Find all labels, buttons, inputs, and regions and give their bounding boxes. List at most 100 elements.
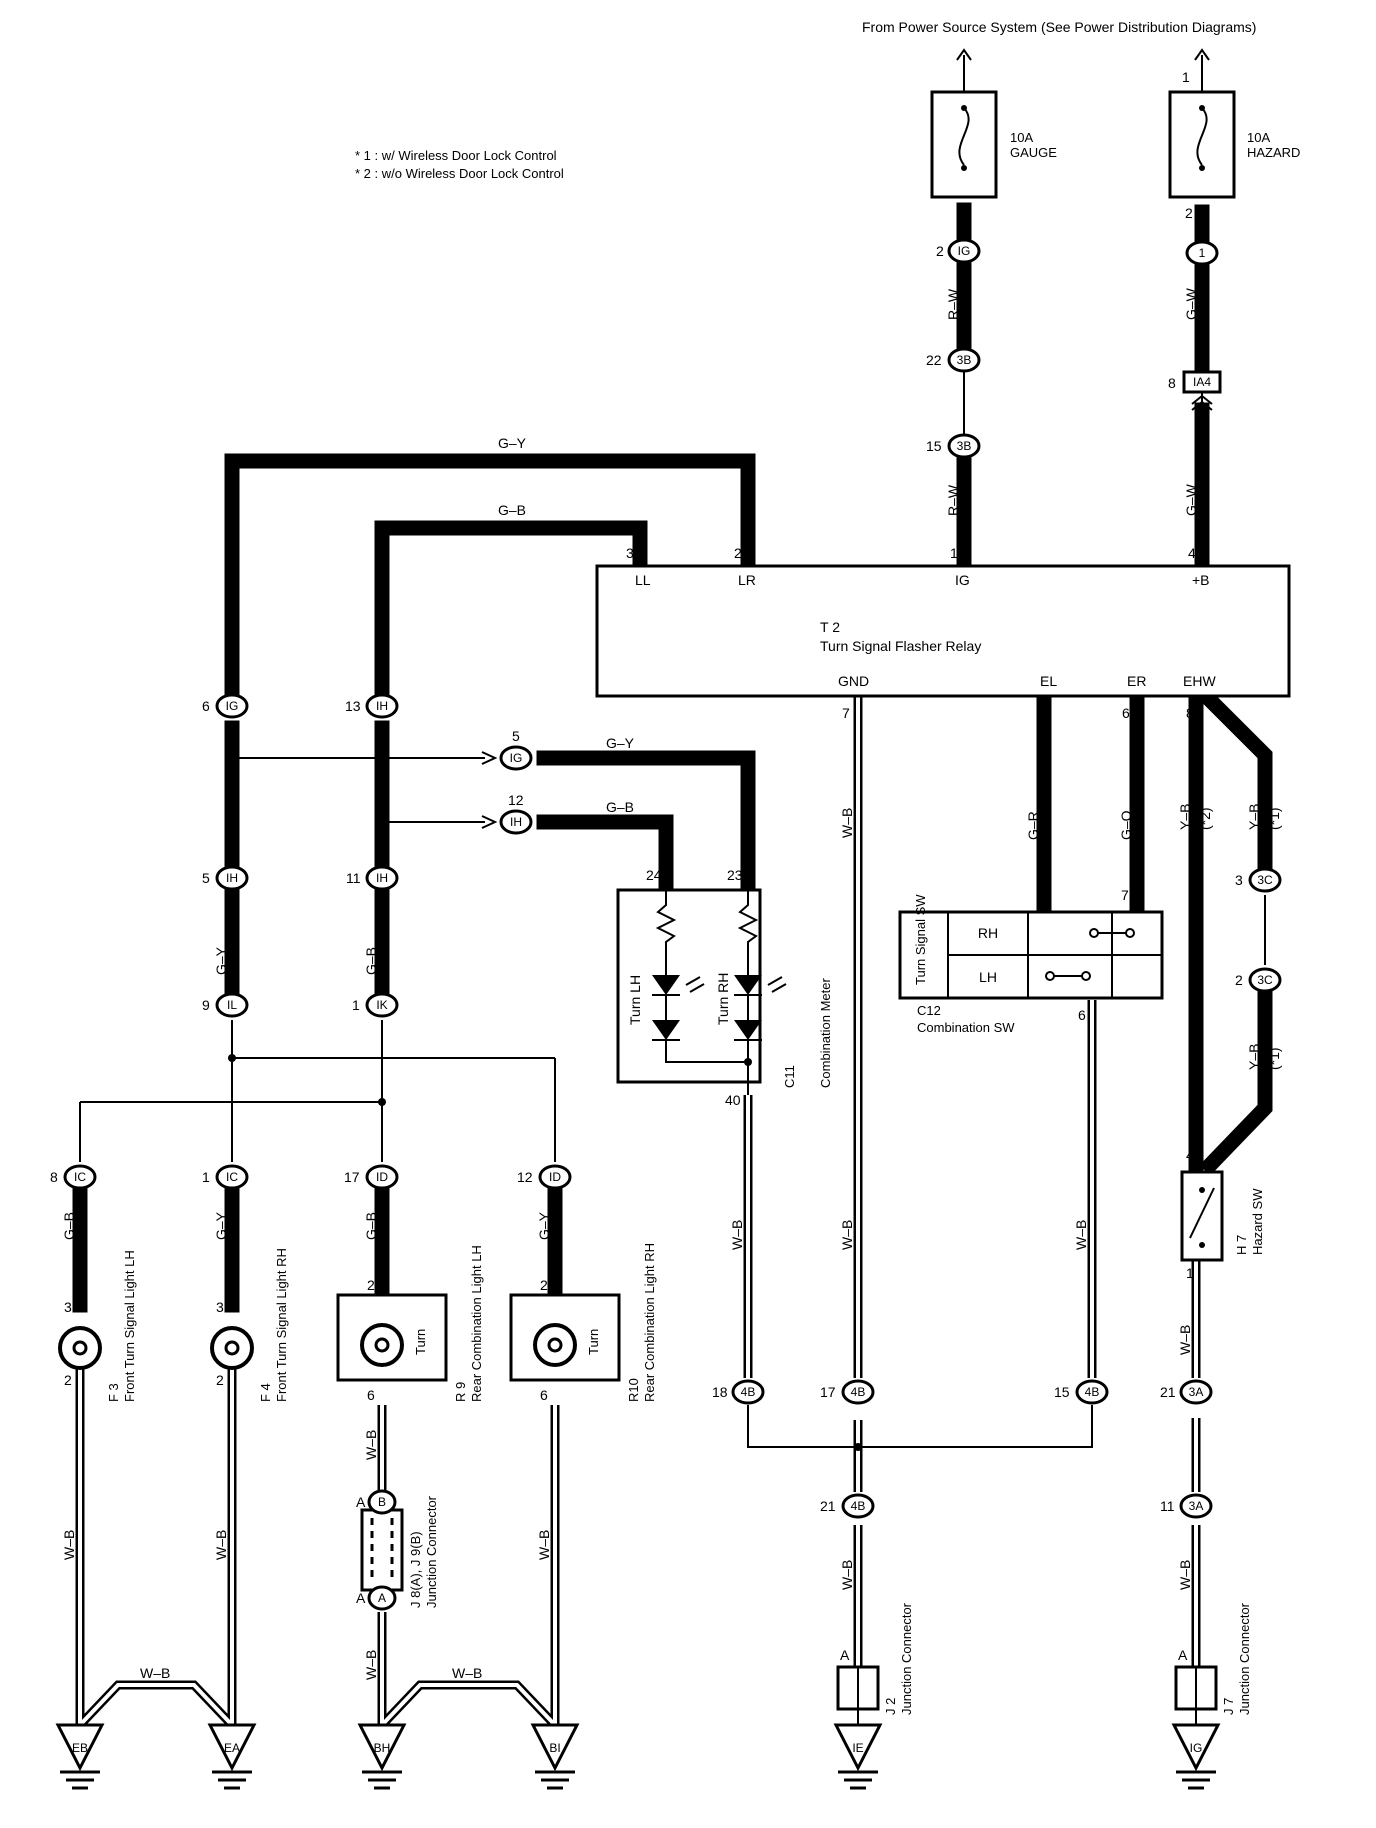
svg-text:2: 2 (1185, 205, 1193, 221)
svg-text:W–B: W–B (213, 1530, 229, 1560)
svg-text:G–W: G–W (1183, 483, 1199, 516)
svg-text:H 7: H 7 (1234, 1235, 1249, 1255)
junction-connector-j7: A J 7 Junction Connector (1174, 1602, 1252, 1715)
svg-text:ID: ID (376, 1170, 388, 1184)
svg-text:G–Y: G–Y (606, 735, 635, 751)
svg-text:Junction Connector: Junction Connector (1237, 1602, 1252, 1715)
svg-text:LR: LR (738, 572, 756, 588)
svg-text:6: 6 (1122, 705, 1130, 721)
svg-text:G–B: G–B (363, 1212, 379, 1240)
svg-text:ER: ER (1127, 673, 1146, 689)
svg-text:G–Y: G–Y (498, 435, 527, 451)
svg-text:IH: IH (376, 699, 388, 713)
svg-text:G–W: G–W (1183, 287, 1199, 320)
connector-ovals: IG 2 1 3B 22 3B 15 IA4 8 IG 6 IH 13 IG 5… (50, 238, 1282, 1611)
svg-text:6: 6 (540, 1387, 548, 1403)
rear-combination-light-lh: Turn R 9 Rear Combination Light LH 2 6 (336, 1245, 484, 1403)
svg-text:10A: 10A (1247, 130, 1270, 145)
svg-text:2: 2 (216, 1372, 224, 1388)
svg-text:J 2: J 2 (883, 1698, 898, 1715)
svg-text:9: 9 (202, 997, 210, 1013)
svg-text:EL: EL (1040, 673, 1057, 689)
svg-text:Y–B: Y–B (1246, 1044, 1262, 1070)
svg-text:22: 22 (926, 352, 942, 368)
svg-text:W–B: W–B (452, 1665, 482, 1681)
svg-text:4: 4 (1188, 545, 1196, 561)
svg-text:Turn RH: Turn RH (715, 973, 731, 1025)
svg-text:IG: IG (955, 572, 970, 588)
svg-text:11: 11 (346, 870, 361, 886)
combination-meter: Turn LH Turn RH C11 Combination Meter 24… (616, 867, 833, 1108)
svg-text:Turn: Turn (413, 1329, 428, 1355)
svg-text:HAZARD: HAZARD (1247, 145, 1300, 160)
svg-text:Turn Signal SW: Turn Signal SW (913, 894, 928, 985)
svg-text:R10: R10 (626, 1378, 641, 1402)
svg-text:G–B: G–B (61, 1212, 77, 1240)
svg-text:2: 2 (734, 545, 742, 561)
svg-text:IL: IL (227, 998, 237, 1012)
power-source-label: From Power Source System (See Power Dist… (862, 19, 1256, 35)
svg-text:3C: 3C (1257, 873, 1273, 887)
hazard-switch: H 7 Hazard SW 4 1 (1180, 1147, 1265, 1281)
svg-text:Turn Signal Flasher Relay: Turn Signal Flasher Relay (820, 638, 981, 654)
svg-text:IH: IH (510, 815, 522, 829)
svg-text:3B: 3B (957, 353, 972, 367)
svg-text:8: 8 (1168, 375, 1176, 391)
svg-text:ID: ID (549, 1170, 561, 1184)
svg-text:Junction Connector: Junction Connector (899, 1602, 914, 1715)
svg-text:(*1): (*1) (1266, 1047, 1282, 1070)
svg-text:W–B: W–B (536, 1530, 552, 1560)
svg-text:G–O: G–O (1118, 810, 1134, 840)
svg-text:12: 12 (508, 792, 524, 808)
ground-ig: IG (1190, 1741, 1203, 1755)
svg-text:Front Turn Signal Light LH: Front Turn Signal Light LH (122, 1250, 137, 1402)
thick-wires (72, 202, 1273, 1313)
svg-text:3A: 3A (1189, 1385, 1204, 1399)
svg-text:J 8(A), J 9(B): J 8(A), J 9(B) (408, 1531, 423, 1608)
svg-text:4B: 4B (851, 1385, 866, 1399)
svg-text:10A: 10A (1010, 130, 1033, 145)
svg-text:A: A (356, 1590, 366, 1606)
svg-text:6: 6 (367, 1387, 375, 1403)
svg-text:EHW: EHW (1183, 673, 1216, 689)
svg-text:5: 5 (202, 870, 210, 886)
svg-text:2: 2 (936, 243, 944, 259)
svg-text:LH: LH (979, 969, 997, 985)
svg-text:G–B: G–B (606, 799, 634, 815)
svg-text:GND: GND (838, 673, 869, 689)
svg-text:11: 11 (1160, 1498, 1175, 1514)
rear-combination-light-rh: Turn R10 Rear Combination Light RH 2 6 (509, 1243, 657, 1403)
svg-text:5: 5 (512, 728, 520, 744)
svg-text:5: 5 (1036, 887, 1044, 903)
svg-text:2: 2 (367, 1277, 375, 1293)
wire-color-labels: G–Y G–B G–Y G–B R–W R–W G–W G–W G–Y G–B … (61, 287, 1282, 1681)
svg-text:W–B: W–B (1177, 1325, 1193, 1355)
svg-text:15: 15 (926, 438, 942, 454)
svg-text:G–B: G–B (363, 947, 379, 975)
front-turn-signal-light-lh: F 3 Front Turn Signal Light LH 3 2 (58, 1250, 137, 1402)
ground-wires (75, 696, 1201, 1729)
svg-text:4B: 4B (741, 1385, 756, 1399)
svg-text:W–B: W–B (839, 1560, 855, 1590)
svg-text:G–Y: G–Y (536, 1211, 552, 1240)
svg-text:T 2: T 2 (820, 619, 840, 635)
svg-text:3: 3 (216, 1299, 224, 1315)
svg-text:F 4: F 4 (258, 1383, 273, 1402)
svg-text:+B: +B (1192, 572, 1210, 588)
svg-text:IC: IC (226, 1170, 238, 1184)
svg-text:A: A (356, 1494, 366, 1510)
svg-text:Rear Combination Light RH: Rear Combination Light RH (642, 1243, 657, 1402)
svg-text:4B: 4B (1085, 1385, 1100, 1399)
ground-symbols: EB EA BH BI IE IG (55, 1709, 1221, 1790)
ground-ie: IE (852, 1741, 863, 1755)
svg-text:A: A (1178, 1647, 1188, 1663)
svg-text:3B: 3B (957, 439, 972, 453)
svg-text:W–B: W–B (1177, 1560, 1193, 1590)
svg-text:Rear Combination Light LH: Rear Combination Light LH (469, 1245, 484, 1402)
front-turn-signal-light-rh: F 4 Front Turn Signal Light RH 3 2 (210, 1248, 289, 1402)
svg-text:2: 2 (540, 1277, 548, 1293)
svg-text:5: 5 (1036, 705, 1044, 721)
svg-text:Combination Meter: Combination Meter (818, 978, 833, 1088)
svg-text:C12: C12 (917, 1003, 941, 1018)
